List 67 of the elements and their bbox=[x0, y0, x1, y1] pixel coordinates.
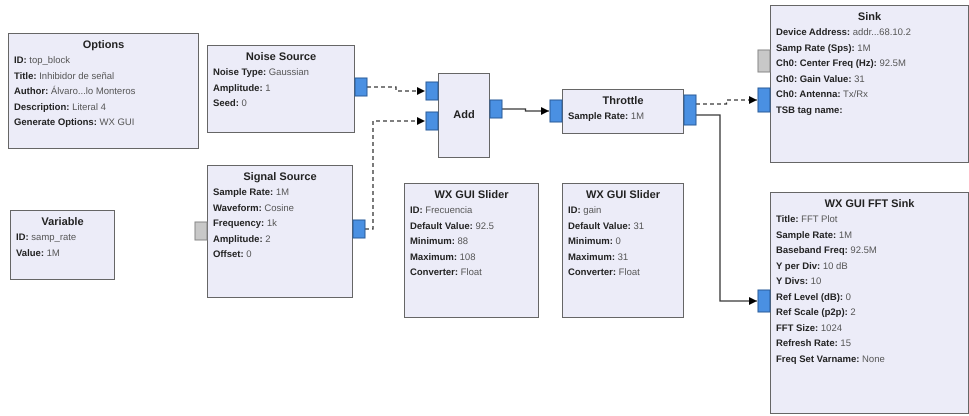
parameter-text: Minimum: 88 bbox=[410, 235, 468, 249]
parameter-text: Freq Set Varname: None bbox=[776, 352, 885, 366]
parameter-text: Generate Options: WX GUI bbox=[14, 116, 134, 130]
parameter-text: ID: Frecuencia bbox=[410, 204, 472, 218]
parameter-text: Baseband Freq: 92.5M bbox=[776, 244, 877, 258]
parameter-text: ID: gain bbox=[568, 204, 602, 218]
parameter-text: FFT Size: 1024 bbox=[776, 322, 842, 336]
parameter-text: Minimum: 0 bbox=[568, 235, 621, 249]
parameter-text: Author: Álvaro...lo Monteros bbox=[14, 84, 136, 99]
parameter-text: Refresh Rate: 15 bbox=[776, 337, 851, 351]
block-title: WX GUI Slider bbox=[434, 188, 508, 203]
parameter-text: Default Value: 31 bbox=[568, 220, 644, 234]
block-title: Add bbox=[453, 108, 475, 123]
parameter-text: Offset: 0 bbox=[213, 248, 252, 262]
flowgraph-block bbox=[562, 89, 684, 134]
parameter-text: Default Value: 92.5 bbox=[410, 220, 494, 234]
parameter-text: Title: FFT Plot bbox=[776, 213, 838, 227]
parameter-text: TSB tag name: bbox=[776, 104, 843, 118]
parameter-text: Frequency: 1k bbox=[213, 217, 277, 231]
parameter-text: Waveform: Cosine bbox=[213, 202, 294, 216]
flowgraph-block bbox=[207, 165, 353, 298]
parameter-text: Ref Level (dB): 0 bbox=[776, 290, 851, 304]
parameter-text: Device Address: addr...68.10.2 bbox=[776, 26, 911, 40]
parameter-text: ID: samp_rate bbox=[16, 231, 76, 245]
parameter-text: Y per Div: 10 dB bbox=[776, 260, 848, 274]
flowgraph-block bbox=[8, 33, 199, 149]
parameter-text: Ch0: Center Freq (Hz): 92.5M bbox=[776, 57, 906, 71]
connector-arrow bbox=[696, 114, 757, 305]
parameter-text: Y Divs: 10 bbox=[776, 275, 822, 289]
parameter-text: Sample Rate: 1M bbox=[568, 110, 644, 124]
flowgraph-block bbox=[438, 73, 490, 158]
parameter-text: Ref Scale (p2p): 2 bbox=[776, 306, 856, 320]
parameter-text: Amplitude: 1 bbox=[213, 82, 271, 96]
parameter-text: Converter: Float bbox=[568, 266, 640, 280]
parameter-text: Noise Type: Gaussian bbox=[213, 66, 309, 80]
flowgraph-block bbox=[562, 183, 684, 318]
flowgraph-block bbox=[770, 5, 969, 163]
block-title: Sink bbox=[858, 10, 882, 25]
parameter-text: Title: Inhibidor de señal bbox=[14, 70, 114, 84]
parameter-text: Maximum: 31 bbox=[568, 250, 628, 264]
parameter-text: Seed: 0 bbox=[213, 97, 247, 111]
block-title: Throttle bbox=[602, 94, 644, 109]
block-title: Variable bbox=[41, 215, 84, 230]
parameter-text: ID: top_block bbox=[14, 54, 70, 68]
block-title: Options bbox=[82, 38, 124, 53]
parameter-text: Amplitude: 2 bbox=[213, 232, 271, 246]
parameter-text: Maximum: 108 bbox=[410, 250, 476, 264]
flowgraph-block bbox=[404, 183, 539, 318]
parameter-text: Samp Rate (Sps): 1M bbox=[776, 42, 870, 56]
block-title: Noise Source bbox=[246, 50, 316, 65]
flowgraph-block bbox=[770, 192, 969, 414]
parameter-text: Converter: Float bbox=[410, 266, 482, 280]
parameter-text: Ch0: Gain Value: 31 bbox=[776, 72, 865, 86]
block-title: WX GUI FFT Sink bbox=[824, 197, 914, 212]
parameter-text: Description: Literal 4 bbox=[14, 100, 106, 114]
connector-arrow bbox=[502, 107, 549, 115]
connector-arrow bbox=[696, 96, 757, 105]
connector-arrow bbox=[365, 117, 425, 230]
parameter-text: Sample Rate: 1M bbox=[213, 186, 290, 200]
block-title: WX GUI Slider bbox=[586, 188, 660, 203]
flowgraph-block bbox=[10, 210, 115, 280]
parameter-text: Ch0: Antenna: Tx/Rx bbox=[776, 88, 868, 102]
flowgraph-block bbox=[207, 45, 355, 133]
parameter-text: Sample Rate: 1M bbox=[776, 228, 852, 242]
block-title: Signal Source bbox=[243, 170, 317, 185]
parameter-text: Value: 1M bbox=[16, 246, 60, 260]
connector-arrow bbox=[367, 86, 425, 95]
